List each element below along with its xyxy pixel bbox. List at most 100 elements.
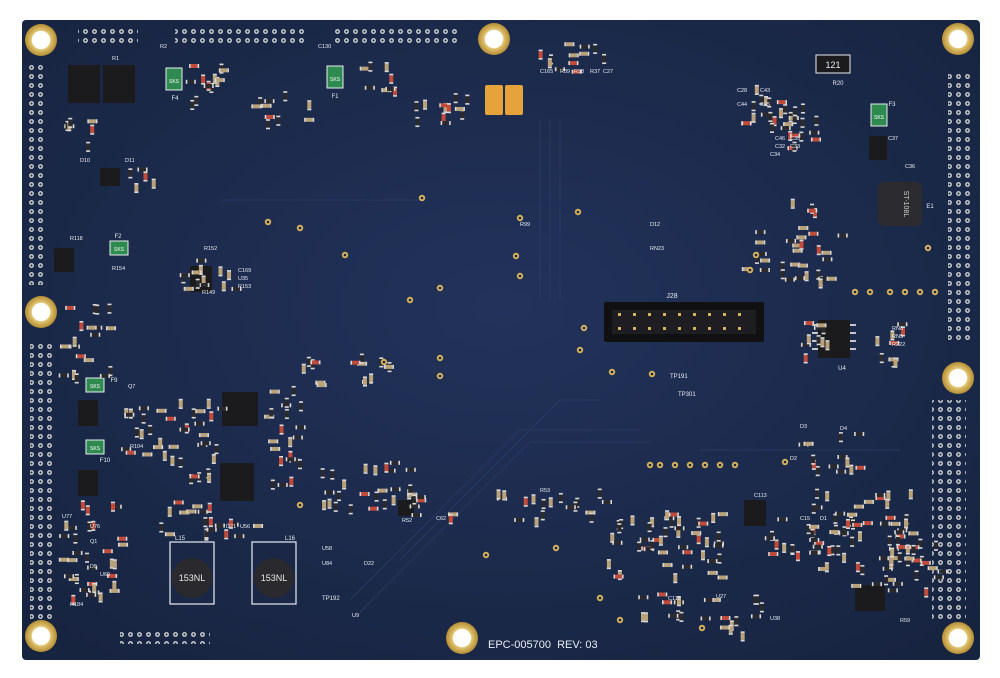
- smd-part: [199, 283, 210, 288]
- smd-part: [423, 99, 428, 110]
- vias: [264, 194, 939, 632]
- smd-part: [547, 58, 552, 69]
- transformer-marking: ST-108L: [902, 191, 909, 218]
- fuse-f2: SKS F2: [109, 234, 129, 256]
- smd-part: [194, 95, 199, 106]
- via-hole: [343, 253, 347, 257]
- smd-part: [585, 510, 596, 515]
- smd-part: [780, 126, 791, 131]
- mounting-holes: [25, 23, 974, 654]
- via-hole: [298, 226, 302, 230]
- smd-part: [875, 336, 880, 347]
- smd-part: [85, 552, 90, 563]
- smd-part: [892, 581, 903, 586]
- smd-part: [713, 541, 724, 546]
- smd-part: [373, 465, 378, 476]
- smd-part: [109, 588, 120, 593]
- fuse-f1: SKS F1: [326, 65, 344, 100]
- smd-part: [364, 85, 375, 90]
- smd-part: [809, 524, 820, 529]
- pin-row-top-left: [78, 26, 138, 44]
- smd-part: [794, 276, 806, 281]
- diode-package: [103, 65, 135, 103]
- smd-part: [810, 203, 815, 214]
- smd-part: [717, 553, 722, 564]
- smd-part: [783, 104, 788, 115]
- smd-part: [143, 171, 148, 182]
- smd-part: [350, 360, 361, 365]
- smd-part: [214, 78, 225, 83]
- designator-label: C27: [603, 69, 613, 75]
- smd-part: [190, 99, 195, 111]
- smd-part: [411, 513, 422, 518]
- diode-d12: [869, 136, 887, 160]
- smd-part: [650, 540, 655, 551]
- designator-label: U9: [352, 613, 359, 619]
- smd-part: [138, 406, 149, 411]
- smd-part: [893, 357, 898, 368]
- smd-part: [579, 44, 590, 49]
- designator-label: R99: [520, 222, 530, 228]
- smd-part: [778, 108, 783, 119]
- via-hole: [700, 626, 704, 630]
- smd-part: [571, 69, 582, 74]
- smd-part: [814, 541, 825, 546]
- smd-part: [803, 353, 808, 364]
- designator-label: R154: [112, 266, 125, 272]
- designator-label: R37: [590, 69, 600, 75]
- smd-part: [368, 506, 379, 511]
- via-hole: [420, 196, 424, 200]
- smd-part: [342, 479, 347, 490]
- designator-label: D1: [820, 516, 827, 522]
- smd-part: [776, 100, 787, 105]
- smd-part: [186, 509, 197, 514]
- smd-part: [301, 363, 306, 374]
- designator-label: C36: [905, 164, 915, 170]
- designator-label: RN23: [650, 246, 664, 252]
- fuse-f10: SKS F10: [85, 439, 111, 464]
- via-hole: [888, 290, 892, 294]
- smd-part: [206, 527, 217, 532]
- smd-part: [750, 614, 762, 619]
- smd-part: [845, 518, 850, 529]
- smd-part: [92, 582, 97, 593]
- smd-part: [67, 558, 78, 563]
- designator-label: Q7: [128, 384, 135, 390]
- via-hole: [438, 374, 442, 378]
- smd-part: [289, 476, 294, 487]
- smd-part: [837, 454, 848, 459]
- smd-part: [90, 332, 101, 337]
- smd-part: [785, 238, 797, 243]
- smd-part: [125, 450, 136, 455]
- via-hole: [576, 210, 580, 214]
- designator-label: RN8: [892, 326, 903, 332]
- designator-label: D11: [125, 158, 135, 164]
- smd-part: [703, 597, 715, 602]
- designator-label: C112: [668, 596, 681, 602]
- smd-part: [415, 495, 426, 500]
- smd-part: [363, 463, 368, 474]
- smd-part: [270, 479, 275, 490]
- designator-label: R152: [204, 246, 217, 252]
- smd-part: [316, 383, 327, 388]
- smd-part: [207, 502, 212, 513]
- smd-part: [890, 330, 895, 341]
- passive-components: [58, 42, 948, 642]
- resistor-marking: 121: [825, 60, 840, 70]
- smd-part: [800, 117, 805, 128]
- smd-part: [74, 373, 79, 384]
- transistor: [100, 168, 120, 186]
- smd-part: [264, 114, 275, 119]
- smd-part: [662, 563, 673, 568]
- smd-part: [741, 121, 752, 126]
- via-hole: [733, 463, 737, 467]
- fuse-ref: F10: [100, 458, 111, 464]
- smd-part: [414, 101, 419, 112]
- smd-part: [829, 530, 840, 535]
- designator-label: R1: [112, 56, 119, 62]
- via-hole: [518, 274, 522, 278]
- designator-label: C113: [754, 493, 767, 499]
- smd-part: [218, 266, 223, 277]
- smd-part: [531, 494, 536, 505]
- pin-row-left-edge-lower: [30, 340, 52, 620]
